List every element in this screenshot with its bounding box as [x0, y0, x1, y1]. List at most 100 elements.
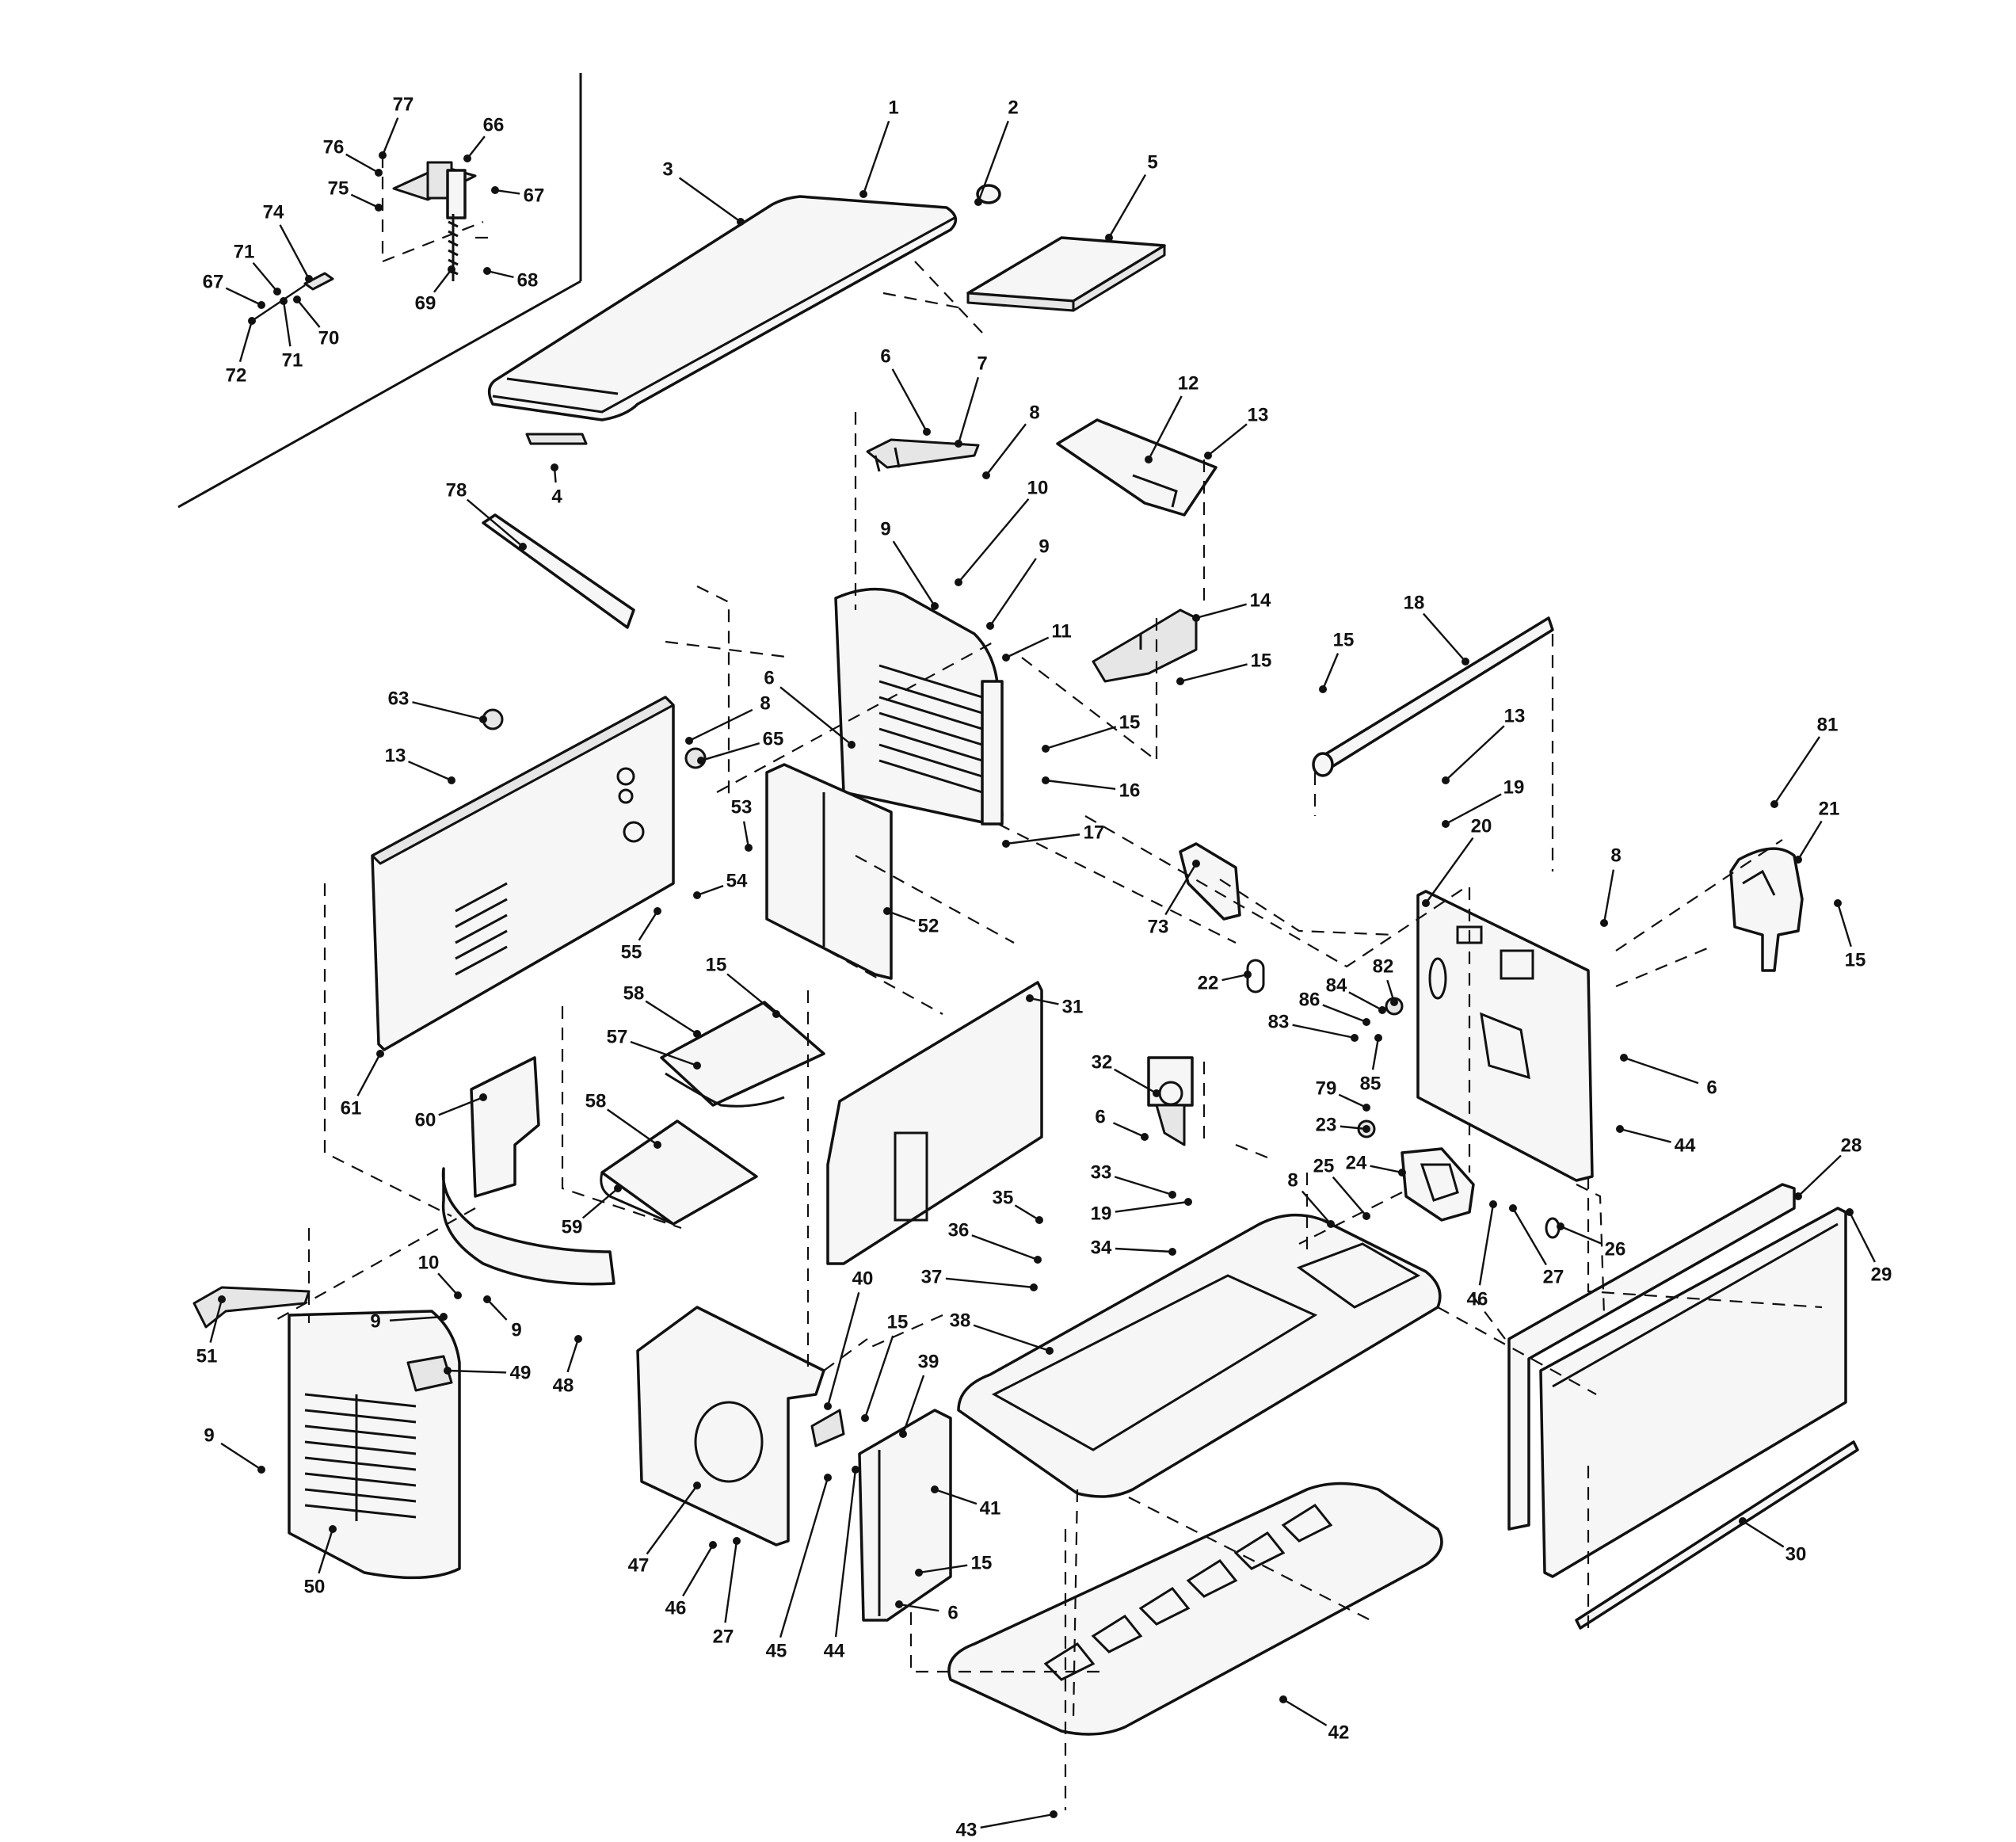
callout-label: 15 [1251, 650, 1272, 672]
fastener-dot [1398, 1169, 1406, 1177]
rail-part-78 [482, 513, 635, 629]
callout-label: 69 [415, 293, 436, 315]
fastener-dot [1042, 745, 1050, 753]
leader-line [1340, 1125, 1367, 1131]
fastener-dot [483, 267, 491, 275]
callout-label: 15 [887, 1312, 909, 1333]
callout-label: 50 [304, 1577, 326, 1598]
fastener-dot [491, 186, 499, 194]
fastener-dot [483, 1295, 491, 1303]
fastener-dot [654, 1141, 661, 1149]
leader-line [1014, 1204, 1040, 1222]
fastener-dot [1141, 1133, 1149, 1141]
callout-label: 24 [1346, 1153, 1367, 1174]
top-cover [487, 195, 958, 421]
leader-line [279, 224, 311, 280]
leader-line [1005, 833, 1080, 845]
leader-line [1301, 1190, 1332, 1225]
callout-label: 15 [971, 1553, 993, 1574]
callout-label: 18 [1404, 593, 1425, 614]
fastener-dot [448, 265, 455, 273]
callout-label: 75 [328, 178, 349, 200]
leader-line [356, 1053, 382, 1096]
fastener-dot [1153, 1089, 1160, 1097]
fastener-dot [693, 1030, 701, 1038]
callout-label: 2 [1008, 97, 1018, 119]
leader-line [581, 1188, 619, 1219]
callout-label: 34 [1091, 1238, 1112, 1259]
duct-part-60 [470, 1056, 540, 1198]
fastener-dot [697, 757, 705, 765]
hinge-part-7 [866, 438, 980, 472]
front-panel-part-28 [1507, 1183, 1796, 1531]
callout-label: 26 [1605, 1239, 1626, 1260]
fastener-dot [654, 907, 661, 915]
fastener-dot [1362, 1125, 1370, 1133]
fastener-dot [1034, 1256, 1042, 1264]
base-tray-part-38 [957, 1213, 1442, 1498]
leader-line [886, 910, 916, 922]
callout-label: 84 [1326, 975, 1347, 997]
fastener-dot [614, 1184, 622, 1192]
callout-label: 46 [1467, 1289, 1488, 1310]
leader-line [1332, 1176, 1367, 1217]
callout-label: 53 [731, 797, 753, 818]
callout-label: 74 [263, 202, 284, 223]
duct-part-24 [1401, 1147, 1475, 1222]
skirt-part-48 [441, 1167, 615, 1286]
fastener-dot [1192, 860, 1200, 868]
leader-line [1179, 663, 1248, 683]
fastener-dot [931, 1485, 939, 1493]
leader-line [437, 1272, 459, 1296]
callout-label: 12 [1178, 373, 1199, 395]
callout-label: 81 [1817, 715, 1839, 736]
leader-line [252, 262, 278, 292]
fastener-dot [693, 1482, 701, 1489]
fastener-dot [1168, 1248, 1176, 1256]
leader-line [1619, 1127, 1671, 1143]
fastener-dot [463, 154, 471, 162]
fastener-dot [693, 1062, 701, 1070]
callout-label: 72 [226, 365, 247, 387]
fastener-dot [273, 288, 281, 296]
fastener-dot [218, 1295, 226, 1303]
callout-label: 6 [880, 346, 890, 368]
leader-line [1207, 423, 1248, 456]
panel-part-5 [966, 236, 1166, 312]
leader-line [1045, 726, 1117, 750]
callout-label: 6 [947, 1603, 958, 1624]
fastener-dot [709, 1541, 717, 1549]
leader-line [1045, 779, 1116, 790]
assembly-guide-lines [276, 261, 1823, 1810]
leader-line [238, 320, 253, 363]
callout-label: 9 [1038, 536, 1049, 558]
callout-label: 23 [1316, 1115, 1337, 1136]
fastener-dot [248, 317, 256, 325]
callout-label: 71 [234, 242, 255, 263]
leader-line [630, 1040, 698, 1067]
fastener-dot [848, 741, 856, 749]
leader-line [486, 269, 514, 279]
fastener-dot [519, 543, 527, 551]
fastener-dot [479, 1093, 487, 1101]
callout-label: 13 [385, 746, 406, 767]
callout-label: 3 [662, 159, 673, 181]
leader-line [433, 269, 452, 293]
leader-line [381, 117, 399, 156]
fastener-dot [852, 1466, 859, 1474]
callout-label: 13 [1248, 405, 1269, 426]
fastener-dot [1145, 456, 1153, 463]
callout-label: 58 [623, 983, 645, 1005]
callout-label: 8 [1029, 402, 1039, 424]
fastener-dot [1168, 1191, 1176, 1199]
fastener-dot [1442, 820, 1450, 828]
fastener-dot [1600, 919, 1608, 927]
callout-label: 19 [1503, 777, 1525, 799]
leader-line [742, 821, 750, 849]
callout-label: 9 [511, 1320, 521, 1341]
leader-line [898, 1603, 939, 1612]
fastener-dot [982, 471, 990, 479]
leader-line [1221, 973, 1248, 982]
fastener-dot [1105, 234, 1113, 242]
